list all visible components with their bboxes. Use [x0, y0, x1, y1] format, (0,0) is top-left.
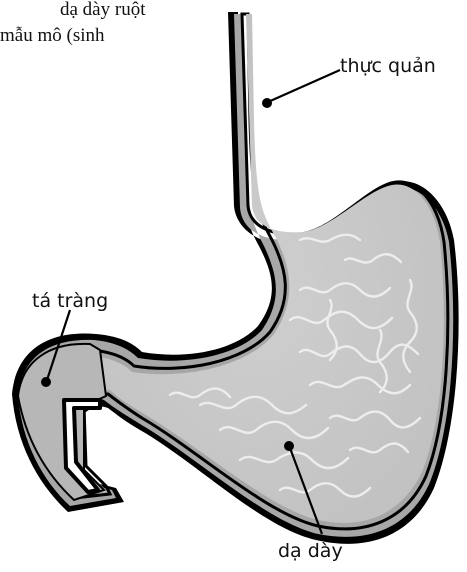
esophagus-marker-dot [262, 98, 272, 108]
label-esophagus: thực quản [340, 55, 436, 77]
label-stomach: dạ dày [278, 540, 343, 562]
label-duodenum: tá tràng [32, 290, 108, 312]
duodenum-marker-dot [41, 377, 51, 387]
duodenum-bulb [18, 344, 106, 500]
stomach-marker-dot [284, 441, 294, 451]
esophagus-leader-line [268, 70, 340, 102]
